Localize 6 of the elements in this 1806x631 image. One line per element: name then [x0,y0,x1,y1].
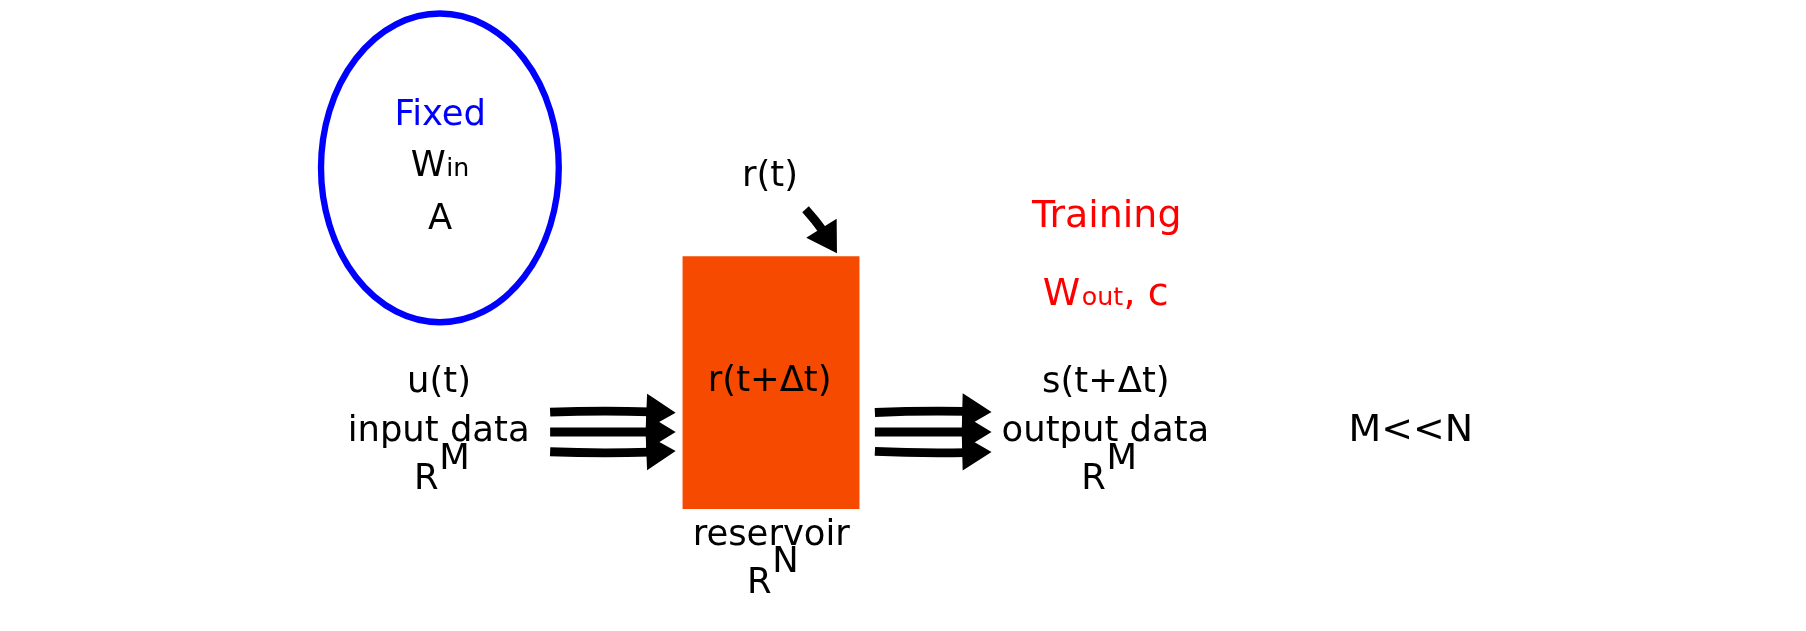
node-text: r(t) [741,153,798,195]
label: Wout, c [1042,269,1169,314]
node-text: s(t+Δt) [1042,359,1170,401]
label: M<<N [1348,406,1474,451]
node-text: u(t) [407,359,471,401]
label: Training [1031,191,1182,236]
